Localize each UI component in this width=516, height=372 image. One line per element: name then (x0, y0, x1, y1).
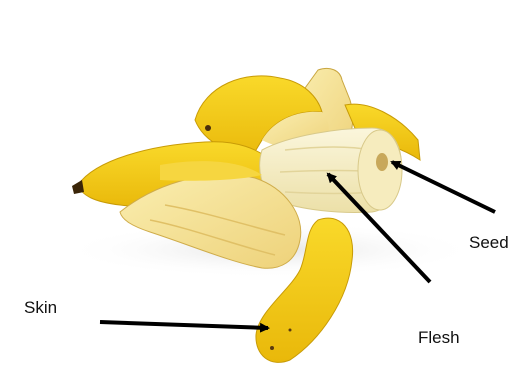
skin-label: Skin (24, 299, 57, 316)
seed-label: Seed (469, 234, 509, 251)
banana-tip (72, 180, 84, 194)
seed-arrow (392, 162, 495, 212)
flesh-label: Flesh (418, 329, 460, 346)
skin-arrow (100, 322, 268, 328)
seed-center (376, 153, 388, 171)
